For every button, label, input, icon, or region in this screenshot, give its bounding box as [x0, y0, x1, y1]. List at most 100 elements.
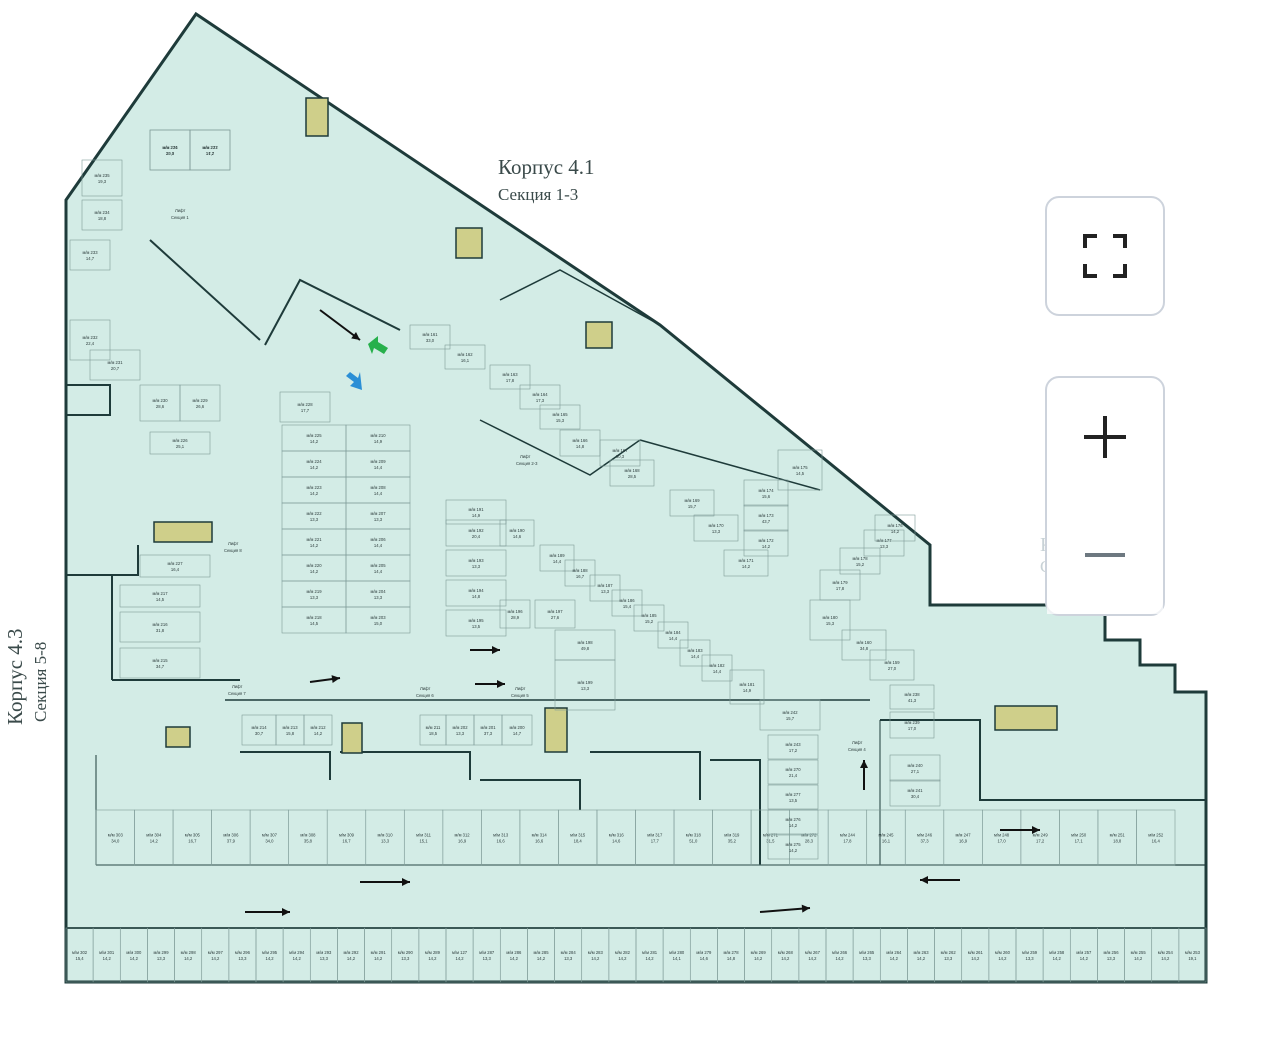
- spot-area: 14,2: [591, 956, 600, 961]
- spot-area: 16,7: [188, 839, 197, 844]
- arrow-head: [497, 680, 505, 688]
- spot-area: 17,2: [789, 748, 798, 753]
- spot-area: 14,2: [374, 956, 383, 961]
- spot-area: 14,2: [310, 491, 319, 496]
- spot-number: м/м 250: [1071, 833, 1087, 838]
- spot-outline: [119, 584, 201, 608]
- fullscreen-button[interactable]: [1045, 196, 1165, 316]
- spot-number: м/м 245: [878, 833, 894, 838]
- spot-number: м/м 200: [509, 725, 525, 730]
- spot-number: м/м 190: [509, 528, 525, 533]
- building-41-title: Корпус 4.1: [498, 155, 595, 179]
- spot-area: 14,2: [211, 956, 220, 961]
- spot-outline: [874, 514, 916, 542]
- traffic-arrow: [860, 760, 868, 790]
- spot-outline: [889, 779, 941, 807]
- zoom-out-button[interactable]: [1047, 496, 1163, 614]
- spot-outline: [889, 754, 941, 782]
- spot-area: 14,2: [347, 956, 356, 961]
- arrow-head: [860, 760, 868, 768]
- spot-number: м/м 180: [822, 615, 838, 620]
- spot-outline: [839, 547, 881, 575]
- spot-number: м/м 160: [856, 640, 872, 645]
- spot-area: 14,2: [184, 956, 193, 961]
- spot-area: 14,2: [890, 956, 899, 961]
- zoom-in-button[interactable]: [1047, 378, 1163, 497]
- spot-number: м/м 258: [1049, 950, 1065, 955]
- spot-area: 14,5: [310, 621, 319, 626]
- spot-number: м/м 255: [1131, 950, 1147, 955]
- spot-number: м/м 227: [167, 561, 183, 566]
- spot-number: м/м 170: [708, 523, 724, 528]
- arrow-head: [801, 904, 810, 913]
- spot-outline: [445, 519, 507, 547]
- spot-area: 14,4: [374, 543, 383, 548]
- spot-area: 14,2: [789, 848, 798, 853]
- spot-outline: [589, 574, 621, 602]
